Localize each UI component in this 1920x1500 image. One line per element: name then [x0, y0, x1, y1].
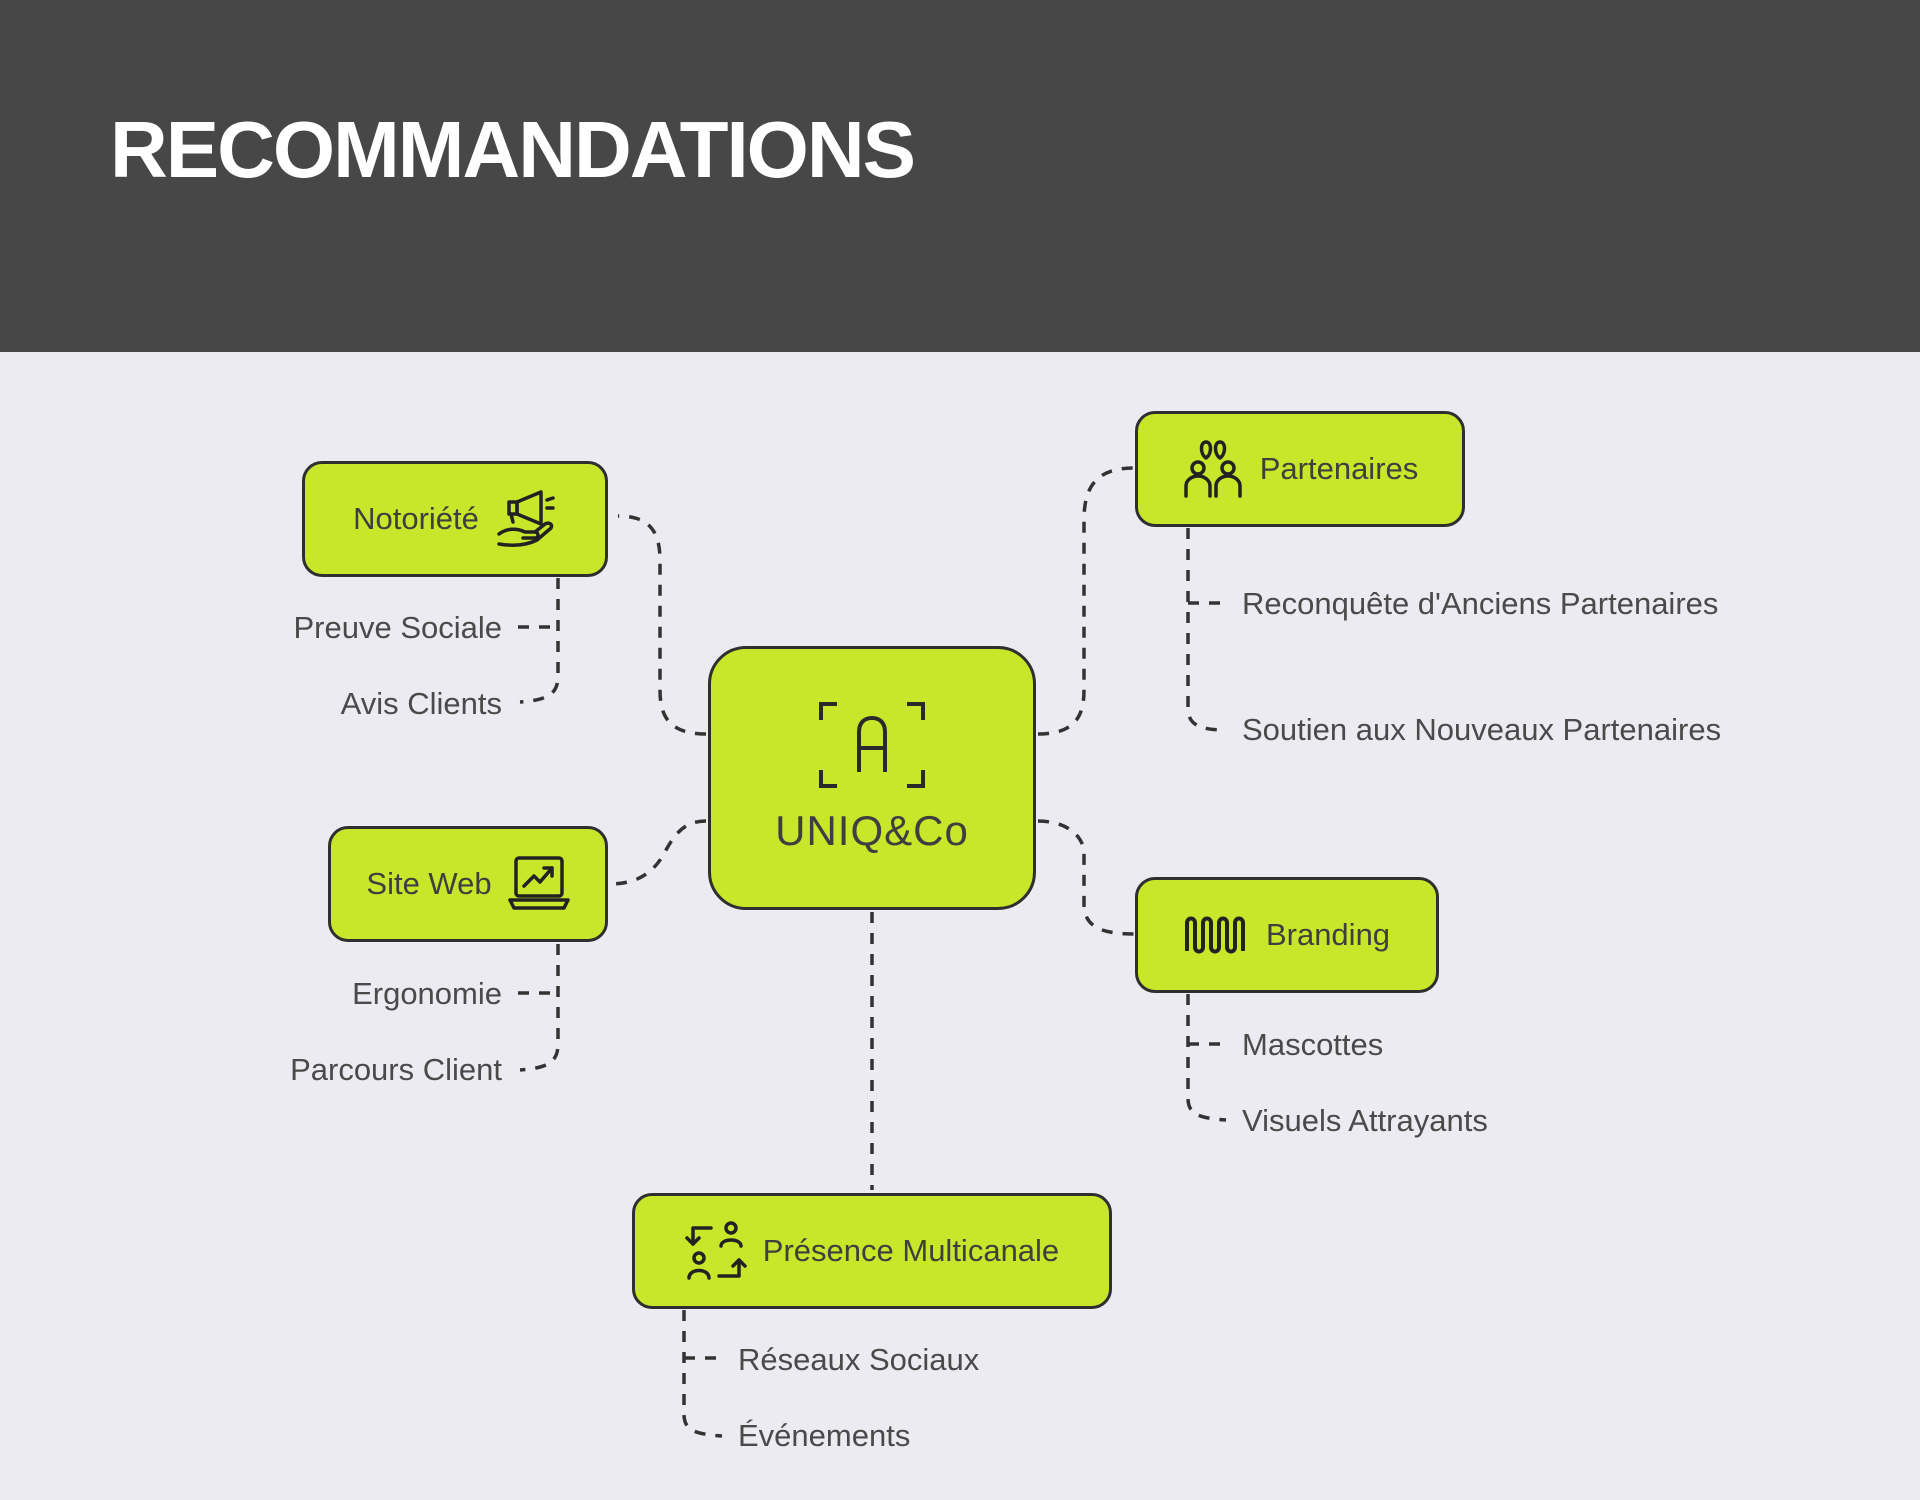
branch-label-site-web: Site Web: [366, 866, 492, 901]
leaf-reseaux-sociaux: Réseaux Sociaux: [738, 1342, 980, 1377]
connector-presence-trunk: [682, 1310, 723, 1438]
branch-node-site-web[interactable]: Site Web: [328, 826, 608, 942]
leaf-ergonomie: Ergonomie: [352, 976, 502, 1011]
branch-node-branding[interactable]: Branding: [1135, 877, 1439, 993]
connector-center-branding: [1037, 819, 1135, 936]
connector-center-siteweb: [609, 819, 707, 886]
center-label: UNIQ&Co: [775, 806, 969, 854]
leaf-reconquete-anciens-partenaires: Reconquête d'Anciens Partenaires: [1242, 586, 1719, 621]
leaf-preuve-sociale: Preuve Sociale: [293, 610, 502, 645]
leaf-soutien-nouveaux-partenaires: Soutien aux Nouveaux Partenaires: [1242, 712, 1722, 747]
connector-branding-trunk: [1186, 994, 1227, 1122]
laptop-chart-icon: [507, 854, 570, 914]
wave-pattern-icon: [1184, 915, 1250, 955]
connector-center-notoriete: [617, 514, 707, 736]
branch-node-partenaires[interactable]: Partenaires: [1135, 411, 1465, 527]
leaf-visuels-attrayants: Visuels Attrayants: [1242, 1103, 1488, 1138]
header-band: RECOMMANDATIONS: [0, 0, 1920, 352]
partners-people-icon: [1182, 438, 1244, 500]
branch-label-presence-multicanale: Présence Multicanale: [762, 1233, 1060, 1268]
leaf-evenements: Événements: [738, 1418, 911, 1453]
branch-node-presence-multicanale[interactable]: Présence Multicanale: [632, 1193, 1112, 1309]
branch-label-notoriete: Notoriété: [353, 501, 479, 536]
branch-label-branding: Branding: [1265, 917, 1391, 952]
branch-label-partenaires: Partenaires: [1259, 451, 1419, 486]
connector-siteweb-trunk: [519, 944, 560, 1072]
branch-node-notoriete[interactable]: Notoriété: [302, 461, 608, 577]
connector-center-partenaires: [1037, 466, 1135, 736]
people-exchange-icon: [685, 1220, 747, 1282]
connector-partenaires-trunk: [1186, 528, 1227, 732]
leaf-parcours-client: Parcours Client: [290, 1052, 502, 1087]
leaf-avis-clients: Avis Clients: [340, 686, 502, 721]
connector-notoriete-trunk: [519, 578, 560, 704]
center-node[interactable]: UNIQ&Co: [708, 646, 1036, 910]
page-title: RECOMMANDATIONS: [110, 105, 916, 194]
megaphone-hand-icon: [495, 488, 557, 550]
letter-a-frame-icon: [819, 701, 925, 793]
leaf-mascottes: Mascottes: [1242, 1027, 1384, 1062]
